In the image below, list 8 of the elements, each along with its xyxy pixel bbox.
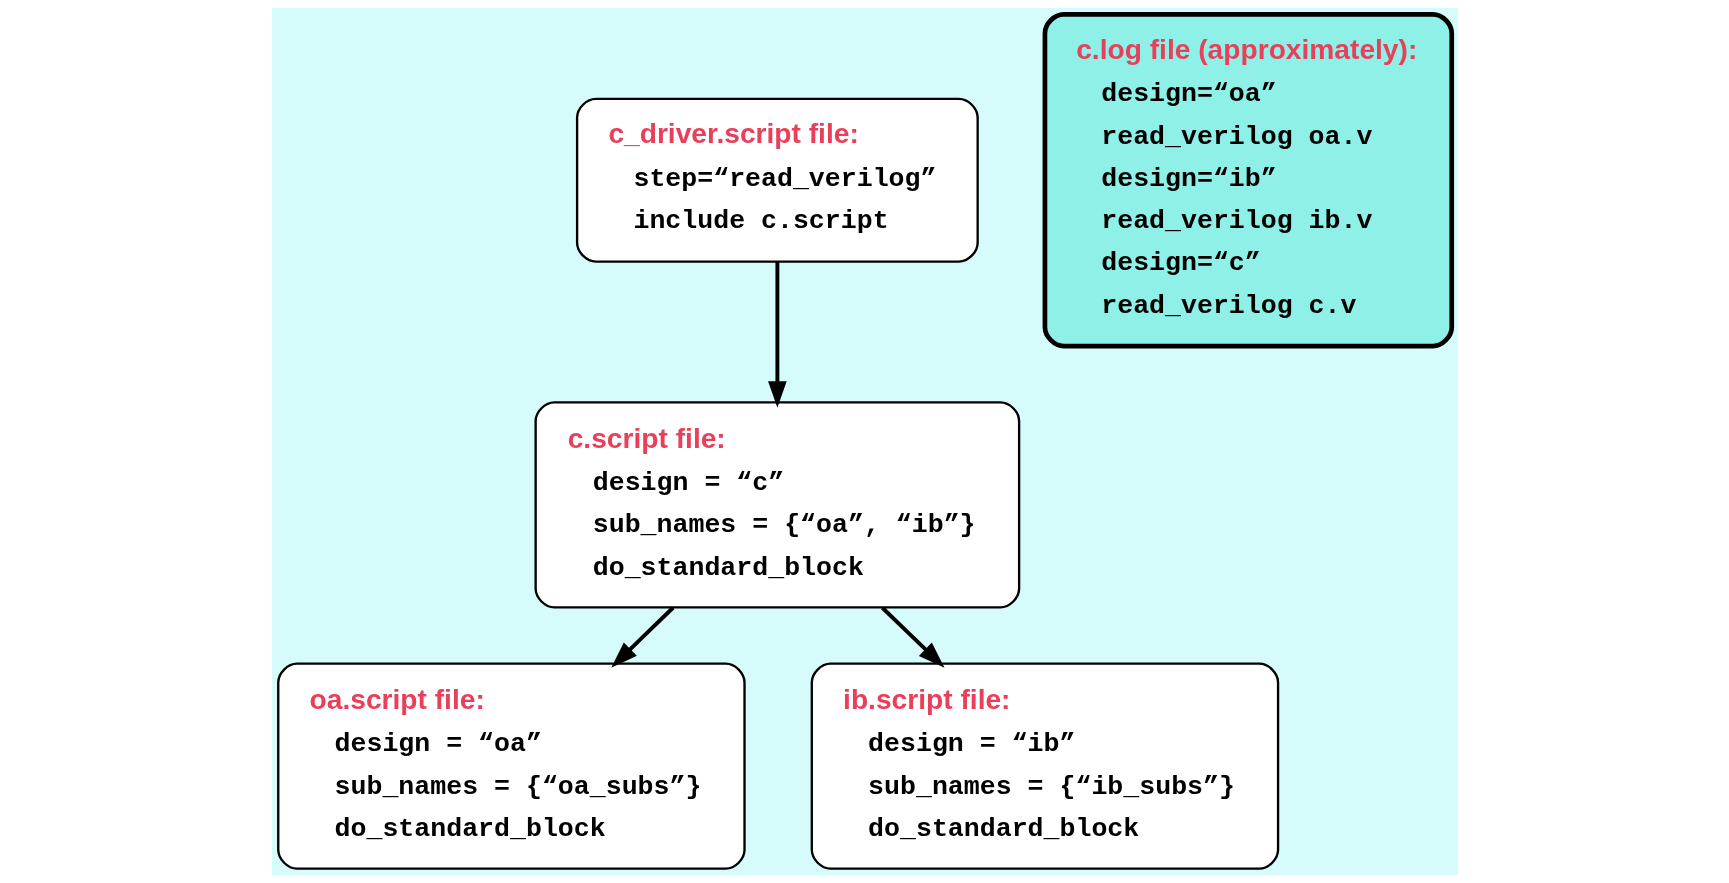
node-box: c.script file: design = “c” sub_names = {“oa”, “ib”} do_standard_block <box>533 401 1020 609</box>
arrow <box>610 606 674 668</box>
arrow <box>767 261 787 408</box>
node-box: ib.script file: design = “ib” sub_names = {“ib_subs”} do_standard_block <box>810 662 1279 870</box>
node-box: oa.script file: design = “oa” sub_names = {“oa_subs”} do_standard_block <box>276 662 746 870</box>
node-box: c.log file (approximately): design=“oa” read_verilog oa.v design=“ib” read_verilog ib.v design=“c” read_verilog c.v <box>1042 12 1454 349</box>
node-box: c_driver.script file: step=“read_verilog” include c.script <box>575 97 979 263</box>
arrow <box>880 606 944 668</box>
